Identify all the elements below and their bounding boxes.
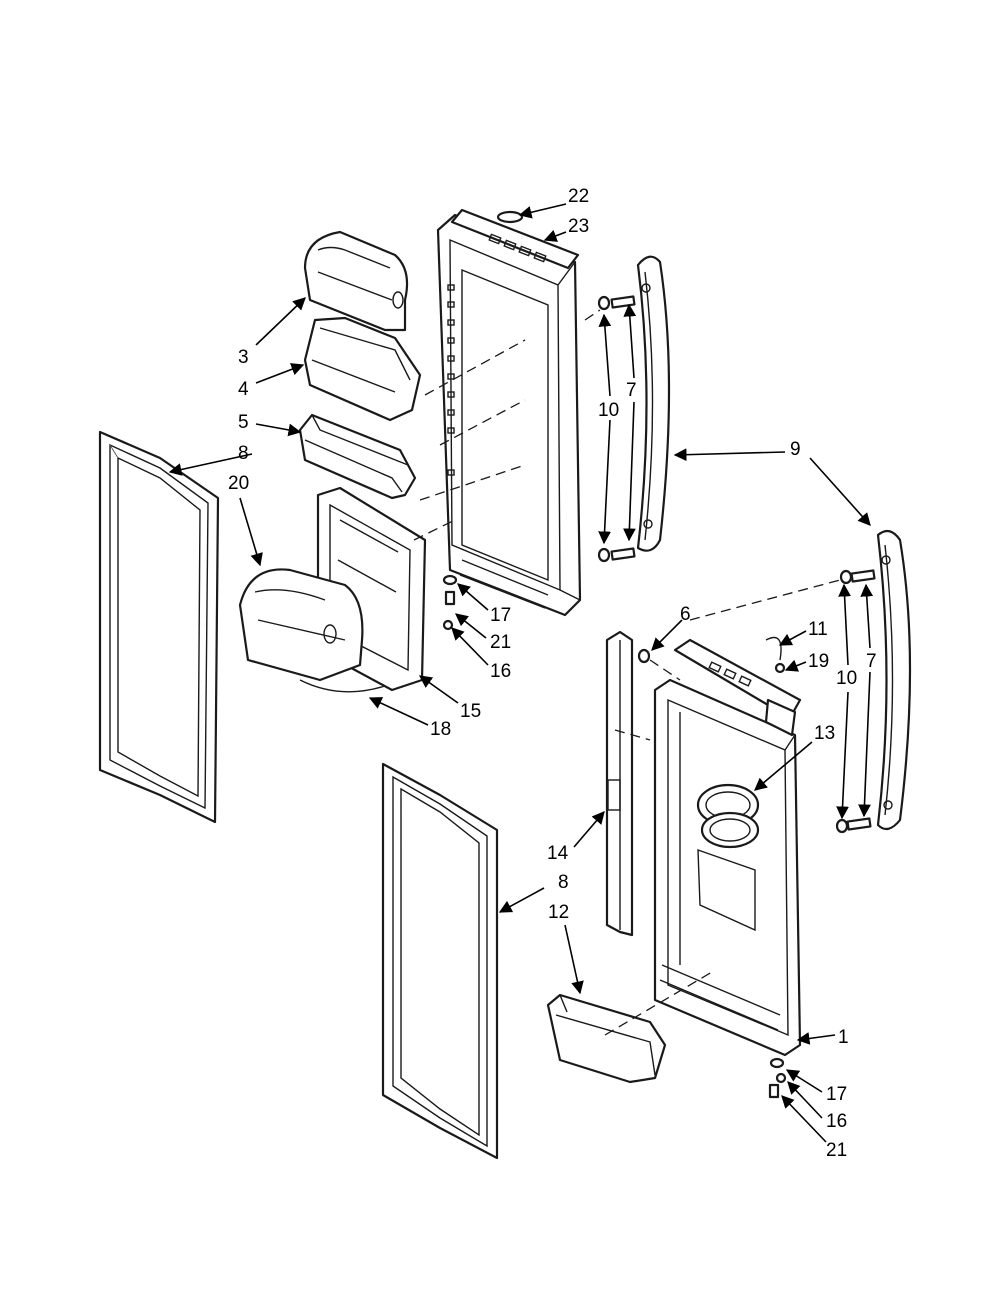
alignment-lines <box>413 309 841 1036</box>
callout-7-left: 7 <box>626 380 637 401</box>
callout-4: 4 <box>238 379 249 400</box>
left-door-liner <box>436 213 582 617</box>
right-hinge-parts <box>768 1057 787 1099</box>
callout-7-right: 7 <box>866 651 877 672</box>
callout-17-right: 17 <box>826 1084 847 1105</box>
callout-8-right: 8 <box>558 872 569 893</box>
lower-door-bin <box>546 993 667 1084</box>
callout-21-right: 21 <box>826 1140 847 1161</box>
left-door-top-cap <box>450 208 580 270</box>
callout-16-right: 16 <box>826 1111 847 1132</box>
callout-10-left: 10 <box>598 400 619 421</box>
callout-17-left: 17 <box>490 605 511 626</box>
callout-20: 20 <box>228 473 249 494</box>
callout-13: 13 <box>814 723 835 744</box>
callout-5: 5 <box>238 412 249 433</box>
mullion-screw <box>637 648 651 664</box>
callout-3: 3 <box>238 347 249 368</box>
callout-8-left: 8 <box>238 443 249 464</box>
hinge-cap <box>496 210 524 224</box>
callout-21-left: 21 <box>490 632 511 653</box>
left-door-handle <box>636 255 671 552</box>
water-tube <box>765 636 786 674</box>
callout-6: 6 <box>680 604 691 625</box>
door-bin <box>298 413 417 500</box>
ice-bin <box>238 568 364 682</box>
center-mullion <box>605 630 634 937</box>
right-door-top-cap <box>673 638 802 737</box>
right-door-gasket <box>381 762 499 1160</box>
wire-harness <box>299 679 386 693</box>
right-door-liner <box>653 678 802 1057</box>
callout-14: 14 <box>547 843 569 864</box>
callout-16-left: 16 <box>490 661 511 682</box>
right-handle-screws <box>835 569 876 834</box>
left-hinge-parts <box>442 574 458 631</box>
callout-18: 18 <box>430 719 451 740</box>
bin-cover <box>303 230 409 332</box>
callout-23: 23 <box>568 216 589 237</box>
left-door-gasket <box>98 430 220 824</box>
bin-shelf-upper <box>303 316 422 422</box>
leader-lines <box>168 203 874 1143</box>
right-door-handle <box>876 529 912 831</box>
callout-12: 12 <box>548 902 569 923</box>
callout-15: 15 <box>460 701 481 722</box>
callout-11: 11 <box>808 619 828 640</box>
dispenser-shroud <box>696 783 760 849</box>
callout-9: 9 <box>790 439 801 460</box>
callout-19: 19 <box>808 651 829 672</box>
callout-labels: 22 23 3 4 5 8 20 10 7 9 17 21 16 15 18 6… <box>228 186 877 1161</box>
callout-22: 22 <box>568 186 589 207</box>
callout-10-right: 10 <box>836 668 857 689</box>
callout-1: 1 <box>838 1027 849 1048</box>
shelf-slots <box>447 284 455 476</box>
